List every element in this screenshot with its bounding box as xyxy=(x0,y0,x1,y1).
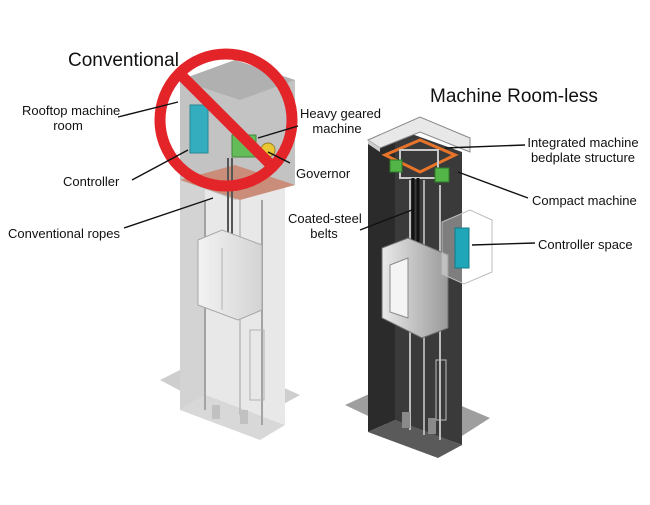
label-rooftop-machine-room-line1: Rooftop machine xyxy=(22,103,121,118)
label-rooftop-machine-room: Rooftop machine room xyxy=(22,103,121,133)
label-controller-space: Controller space xyxy=(538,237,633,252)
label-coated-steel-belts-line1: Coated-steel xyxy=(288,211,362,226)
conventional-leader-lines xyxy=(117,101,299,229)
label-coated-steel-belts: Coated-steel belts xyxy=(288,211,362,241)
mrl-controller-cabinet xyxy=(454,227,470,269)
label-heavy-geared-machine-line2: machine xyxy=(312,121,362,136)
label-rooftop-machine-room-line2: room xyxy=(53,118,83,133)
label-coated-steel-belts-line2: belts xyxy=(310,226,338,241)
mrl-buffer xyxy=(402,412,410,428)
mrl-leader-lines xyxy=(359,144,536,246)
conventional-shaft-front-edge xyxy=(180,395,285,440)
leader-controller-space xyxy=(471,242,536,246)
conventional-controller-cabinet xyxy=(189,104,209,154)
leader-heavy-geared-machine xyxy=(257,125,299,139)
compact-machine-shape xyxy=(389,159,403,173)
label-integrated-machine-bedplate-line1: Integrated machine xyxy=(527,135,639,150)
label-compact-machine: Compact machine xyxy=(532,193,637,208)
leader-compact-machine xyxy=(457,171,529,199)
leader-rooftop-machine-room xyxy=(117,101,179,118)
label-integrated-machine-bedplate-line2: bedplate structure xyxy=(530,150,636,165)
label-integrated-machine-bedplate: Integrated machine bedplate structure xyxy=(526,135,640,165)
mrl-car-door xyxy=(389,257,409,319)
integrated-bedplate xyxy=(381,138,459,174)
label-governor: Governor xyxy=(296,166,351,181)
conventional-title: Conventional xyxy=(68,50,179,71)
label-heavy-geared-machine-line1: Heavy geared xyxy=(300,106,381,121)
label-controller: Controller xyxy=(63,174,120,189)
label-conventional-ropes: Conventional ropes xyxy=(8,226,121,241)
leader-controller xyxy=(131,149,189,181)
prohibition-sign-icon xyxy=(154,48,298,192)
conventional-car xyxy=(197,229,263,321)
mrl-top-edge xyxy=(368,140,380,152)
mrl-shaft-bottom xyxy=(368,420,462,458)
mrl-buffer xyxy=(428,418,436,434)
leader-coated-steel-belts xyxy=(359,209,413,231)
conventional-buffer xyxy=(212,405,220,419)
label-heavy-geared-machine: Heavy geared machine xyxy=(300,106,381,136)
compact-machine-shape xyxy=(434,167,450,183)
leader-conventional-ropes xyxy=(123,197,214,229)
conventional-buffer xyxy=(240,410,248,424)
conventional-counterweight xyxy=(249,329,265,401)
machine-room-less-title: Machine Room-less xyxy=(430,86,598,107)
leader-governor xyxy=(267,151,291,164)
mrl-counterweight xyxy=(435,359,447,421)
leader-integrated-bedplate xyxy=(444,144,526,149)
conventional-machine-room-top xyxy=(180,60,295,100)
mrl-elevator xyxy=(345,116,493,458)
